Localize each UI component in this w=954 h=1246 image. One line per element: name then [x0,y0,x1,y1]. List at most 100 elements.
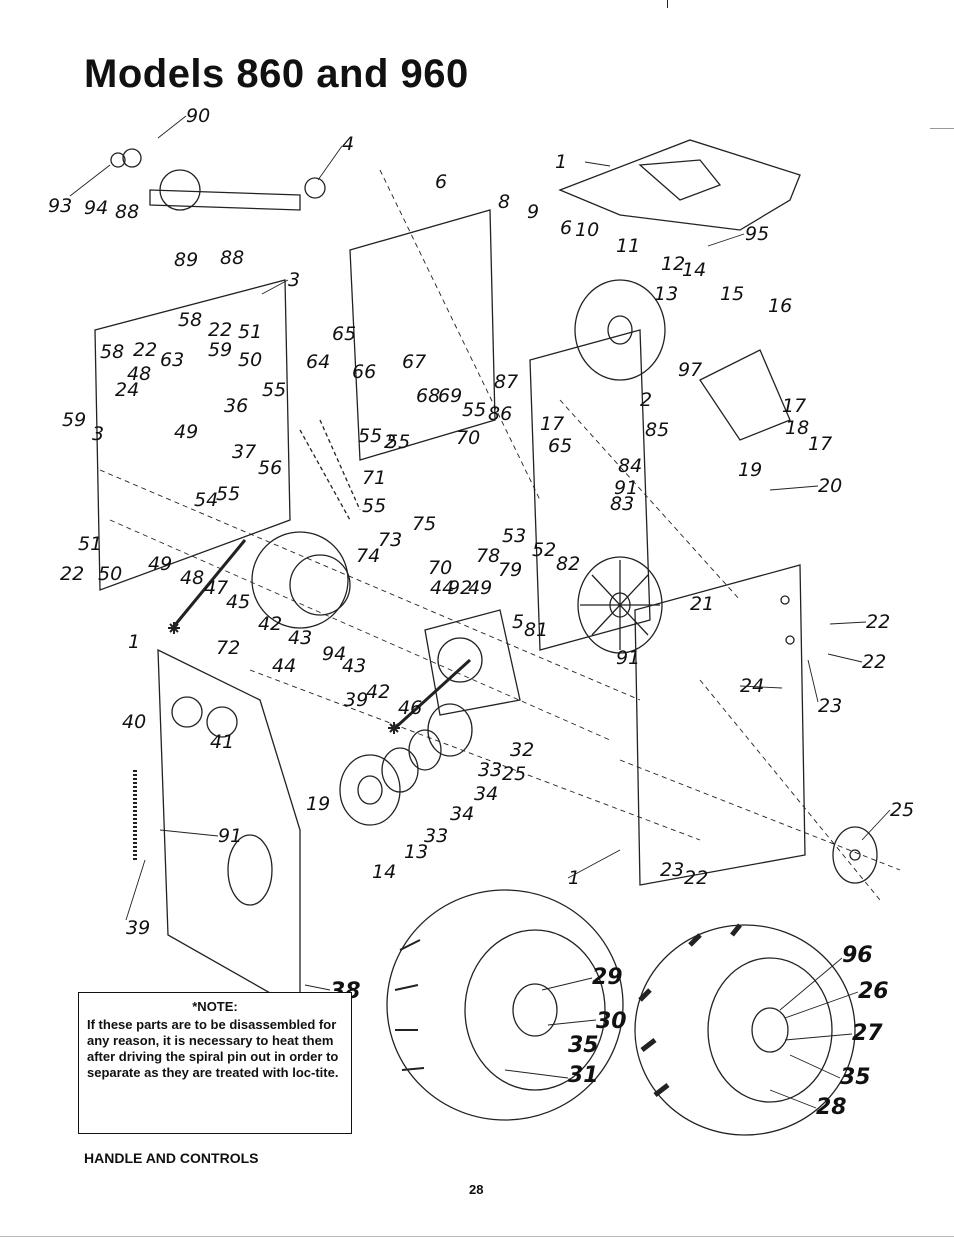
callout-75: 75 [412,513,436,535]
callout-11: 11 [616,235,640,257]
callout-31: 31 [568,1063,599,1088]
callout-18: 18 [785,417,809,439]
callout-63: 63 [160,349,184,371]
callout-95: 95 [745,223,769,245]
callout-74: 74 [356,545,380,567]
callout-17: 17 [782,395,806,417]
callout-90: 90 [186,105,210,127]
turf-tire [386,889,624,1121]
callout-8: 8 [498,191,510,213]
asterisk-mark-center [388,722,400,734]
callout-55: 55 [216,483,240,505]
callout-22: 22 [60,563,84,585]
callout-14: 14 [682,259,706,281]
callout-65: 65 [332,323,356,345]
callout-1: 1 [128,631,140,653]
hub-flange [339,754,401,826]
callout-23: 23 [818,695,842,717]
callout-33: 33 [424,825,448,847]
callout-44: 44 [272,655,296,677]
callout-78: 78 [476,545,500,567]
callout-93: 93 [48,195,72,217]
callout-71: 71 [362,467,386,489]
callout-2: 2 [384,431,396,453]
asterisk-mark-left [168,622,180,634]
callout-83: 83 [610,493,634,515]
note-box: *NOTE: If these parts are to be disassem… [78,992,352,1134]
callout-52: 52 [532,539,556,561]
callout-68: 68 [416,385,440,407]
callout-35: 35 [840,1065,871,1090]
callout-50: 50 [238,349,262,371]
callout-3: 3 [288,269,300,291]
callout-56: 56 [258,457,282,479]
callout-30: 30 [596,1009,627,1034]
page-number: 28 [469,1182,484,1197]
callout-33: 33 [478,759,502,781]
callout-17: 17 [808,433,832,455]
right-frame-plate [529,329,651,651]
callout-66: 66 [352,361,376,383]
callout-6: 6 [560,217,572,239]
friction-wheel [574,279,666,381]
callout-17: 17 [540,413,564,435]
callout-45: 45 [226,591,250,613]
bearing-34a [381,747,419,793]
callout-13: 13 [654,283,678,305]
callout-92: 92 [448,577,472,599]
callout-22: 22 [208,319,232,341]
callout-67: 67 [402,351,426,373]
callout-59: 59 [62,409,86,431]
callout-4: 4 [342,133,354,155]
callout-2: 2 [640,389,652,411]
callout-72: 72 [216,637,240,659]
callout-41: 41 [210,731,234,753]
callout-44: 44 [430,577,454,599]
callout-43: 43 [342,655,366,677]
callout-58: 58 [178,309,202,331]
callout-91: 91 [614,477,638,499]
callout-59: 59 [208,339,232,361]
callout-70: 70 [428,557,452,579]
upper-shaft-assembly [149,189,301,211]
callout-24: 24 [740,675,764,697]
top-tick-mark [667,0,668,8]
callout-97: 97 [678,359,702,381]
left-frame-plate [94,279,291,591]
callout-82: 82 [556,553,580,575]
callout-43: 43 [288,627,312,649]
top-plate [558,139,801,231]
large-sprocket [251,531,349,629]
bearing-34b [408,729,442,771]
callout-14: 14 [372,861,396,883]
callout-55: 55 [362,495,386,517]
callout-53: 53 [502,525,526,547]
callout-96: 96 [842,943,873,968]
callout-15: 15 [720,283,744,305]
callout-73: 73 [378,529,402,551]
callout-3: 3 [92,423,104,445]
callout-34: 34 [450,803,474,825]
callout-49: 49 [468,577,492,599]
callout-16: 16 [768,295,792,317]
drive-plate [577,556,663,654]
callout-55: 55 [462,399,486,421]
callout-1: 1 [568,867,580,889]
callout-58: 58 [100,341,124,363]
callout-22: 22 [862,651,886,673]
right-side-plate [634,564,806,886]
callout-19: 19 [738,459,762,481]
callout-91: 91 [218,825,242,847]
callout-42: 42 [258,613,282,635]
callout-34: 34 [474,783,498,805]
callout-91: 91 [616,647,640,669]
callout-79: 79 [498,559,522,581]
callout-19: 19 [306,793,330,815]
callout-70: 70 [456,427,480,449]
callout-12: 12 [661,253,685,275]
callout-28: 28 [816,1095,847,1120]
callout-55: 55 [386,431,410,453]
bearing-33 [427,703,473,757]
callout-20: 20 [818,475,842,497]
callout-23: 23 [660,859,684,881]
